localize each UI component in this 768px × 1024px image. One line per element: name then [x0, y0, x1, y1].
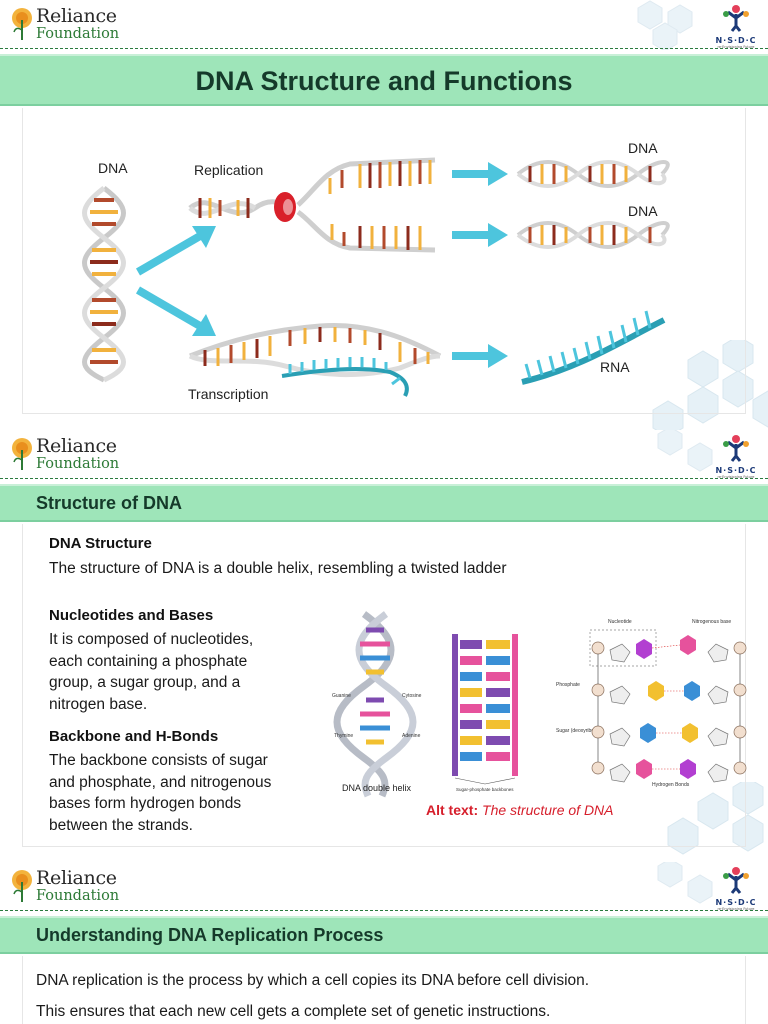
reliance-foundation-logo: Reliance Foundation: [10, 6, 119, 42]
nsdc-tagline: re·Envisioning Future: [717, 475, 755, 479]
nucleotide-label: Nucleotide: [608, 619, 632, 625]
nsdc-wordmark: N·S·D·C: [715, 898, 757, 907]
slide-dna-structure-functions: Reliance Foundation N·S·D·C re·Envisioni…: [0, 0, 768, 430]
backbone-text-line: bases form hydrogen bonds: [49, 795, 242, 812]
slide-structure-of-dna: Reliance Foundation N·S·D·C re·Envisioni…: [0, 430, 768, 862]
nsdc-tagline: re·Envisioning Future: [717, 907, 755, 911]
nucleotides-text-line: each containing a phosphate: [49, 652, 248, 670]
slide-dna-replication: Reliance Foundation N·S·D·C re·Envisioni…: [0, 862, 768, 1024]
foundation-wordmark: Foundation: [36, 25, 120, 42]
frame-right: [745, 524, 746, 846]
nsdc-people-icon: [723, 867, 749, 894]
dna-copy-2: [516, 221, 670, 249]
section-title: Understanding DNA Replication Process: [36, 925, 384, 945]
frame-bottom: [22, 846, 746, 847]
helix-caption: DNA double helix: [342, 783, 412, 793]
transcription-rna-strand: [281, 357, 409, 397]
backbone-text-line: between the strands.: [49, 816, 193, 834]
backbone-text: The backbone consists of sugar and phosp…: [49, 750, 271, 836]
frame-left: [22, 524, 23, 846]
nsdc-people-icon: [723, 435, 749, 462]
reliance-foundation-logo: Reliance Foundation: [10, 868, 119, 904]
sugar-label: Sugar (deoxyribose): [556, 728, 601, 734]
alt-text-caption: Alt text: The structure of DNA: [426, 802, 614, 818]
nucleotides-heading: Nucleotides and Bases: [49, 607, 214, 624]
nsdc-wordmark: N·S·D·C: [715, 466, 757, 475]
nsdc-wordmark: N·S·D·C: [715, 36, 757, 45]
nucleotides-text-line: group, a sugar group, and a: [49, 674, 241, 691]
alt-text-value: The structure of DNA: [482, 802, 614, 818]
nucleotides-text-line: It is composed of nucleotides,: [49, 631, 254, 648]
reliance-foundation-logo: Reliance Foundation: [10, 436, 119, 472]
header-divider: [0, 910, 768, 911]
rna-strand: [521, 310, 666, 385]
double-helix-illustration: Guanine Cytosine Thymine Adenine DNA dou…: [332, 611, 422, 798]
section-banner: Understanding DNA Replication Process: [0, 916, 768, 954]
guanine-label: Guanine: [332, 693, 351, 699]
backbones-label: Sugar-phosphate backbones: [456, 787, 514, 792]
adenine-label: Adenine: [402, 733, 421, 739]
dna-functions-diagram: DNA: [82, 140, 670, 402]
reliance-emblem-icon: [12, 870, 32, 902]
transcription-dna: [188, 322, 442, 378]
arrow-to-replication: [135, 226, 216, 276]
dna-copy-1-label: DNA: [628, 140, 658, 156]
frame-right: [745, 108, 746, 413]
replication-fork: [188, 157, 436, 253]
arrow-to-dna-copy-1: [452, 162, 508, 186]
transcription-label: Transcription: [188, 386, 268, 402]
header-divider: [0, 48, 768, 49]
backbone-text-line: and phosphate, and nitrogenous: [49, 773, 272, 791]
arrow-to-rna: [452, 344, 508, 368]
title-banner: DNA Structure and Functions: [0, 54, 768, 106]
frame-right: [745, 956, 746, 1024]
header-divider: [0, 478, 768, 479]
reliance-emblem-icon: [12, 438, 32, 470]
section-banner: Structure of DNA: [0, 484, 768, 522]
reliance-wordmark: Reliance: [36, 866, 117, 889]
thymine-label: Thymine: [334, 733, 353, 739]
nsdc-logo: N·S·D·C re·Envisioning Future: [708, 866, 764, 911]
nsdc-tagline: re·Envisioning Future: [717, 45, 755, 49]
hydrogen-bonds-label: Hydrogen Bonds: [652, 782, 690, 788]
nsdc-logo: N·S·D·C re·Envisioning Future: [708, 4, 764, 49]
nucleotide-chemistry-diagram: Nucleotide Nitrogenous base Phosphate Su…: [556, 619, 747, 788]
replication-label: Replication: [194, 162, 263, 178]
sugar-phosphate-ladder: Sugar-phosphate backbones: [452, 634, 518, 792]
arrow-to-transcription: [135, 286, 216, 336]
nsdc-people-icon: [723, 5, 749, 32]
dna-structure-heading: DNA Structure: [49, 535, 152, 552]
nsdc-logo: N·S·D·C re·Envisioning Future: [708, 434, 764, 479]
frame-left: [22, 956, 23, 1024]
foundation-wordmark: Foundation: [36, 455, 120, 472]
reliance-wordmark: Reliance: [36, 434, 117, 457]
slide-title: DNA Structure and Functions: [195, 66, 573, 96]
replication-paragraph-1: DNA replication is the process by which …: [36, 972, 590, 989]
dna-structure-figure: Guanine Cytosine Thymine Adenine DNA dou…: [332, 611, 747, 798]
rna-label: RNA: [600, 359, 630, 375]
frame-left: [22, 108, 23, 413]
nitrogenous-base-label: Nitrogenous base: [692, 619, 731, 625]
reliance-emblem-icon: [12, 8, 32, 40]
reliance-wordmark: Reliance: [36, 4, 117, 27]
vertical-dna-helix: [82, 186, 126, 383]
replication-paragraph-2: This ensures that each new cell gets a c…: [36, 1003, 551, 1020]
section-title: Structure of DNA: [36, 493, 183, 513]
cytosine-label: Cytosine: [402, 693, 422, 699]
dna-structure-text: The structure of DNA is a double helix, …: [49, 560, 507, 577]
foundation-wordmark: Foundation: [36, 887, 120, 904]
backbone-text-line: The backbone consists of sugar: [49, 752, 268, 769]
dna-source-label: DNA: [98, 160, 128, 176]
frame-bottom: [22, 413, 746, 414]
nucleotides-text: It is composed of nucleotides, each cont…: [49, 629, 253, 715]
phosphate-label: Phosphate: [556, 682, 580, 688]
dna-copy-2-label: DNA: [628, 203, 658, 219]
arrow-to-dna-copy-2: [452, 223, 508, 247]
alt-text-label: Alt text:: [426, 802, 479, 818]
backbone-heading: Backbone and H-Bonds: [49, 728, 219, 745]
dna-copy-1: [516, 160, 670, 188]
nucleotides-text-line: nitrogen base.: [49, 695, 148, 713]
